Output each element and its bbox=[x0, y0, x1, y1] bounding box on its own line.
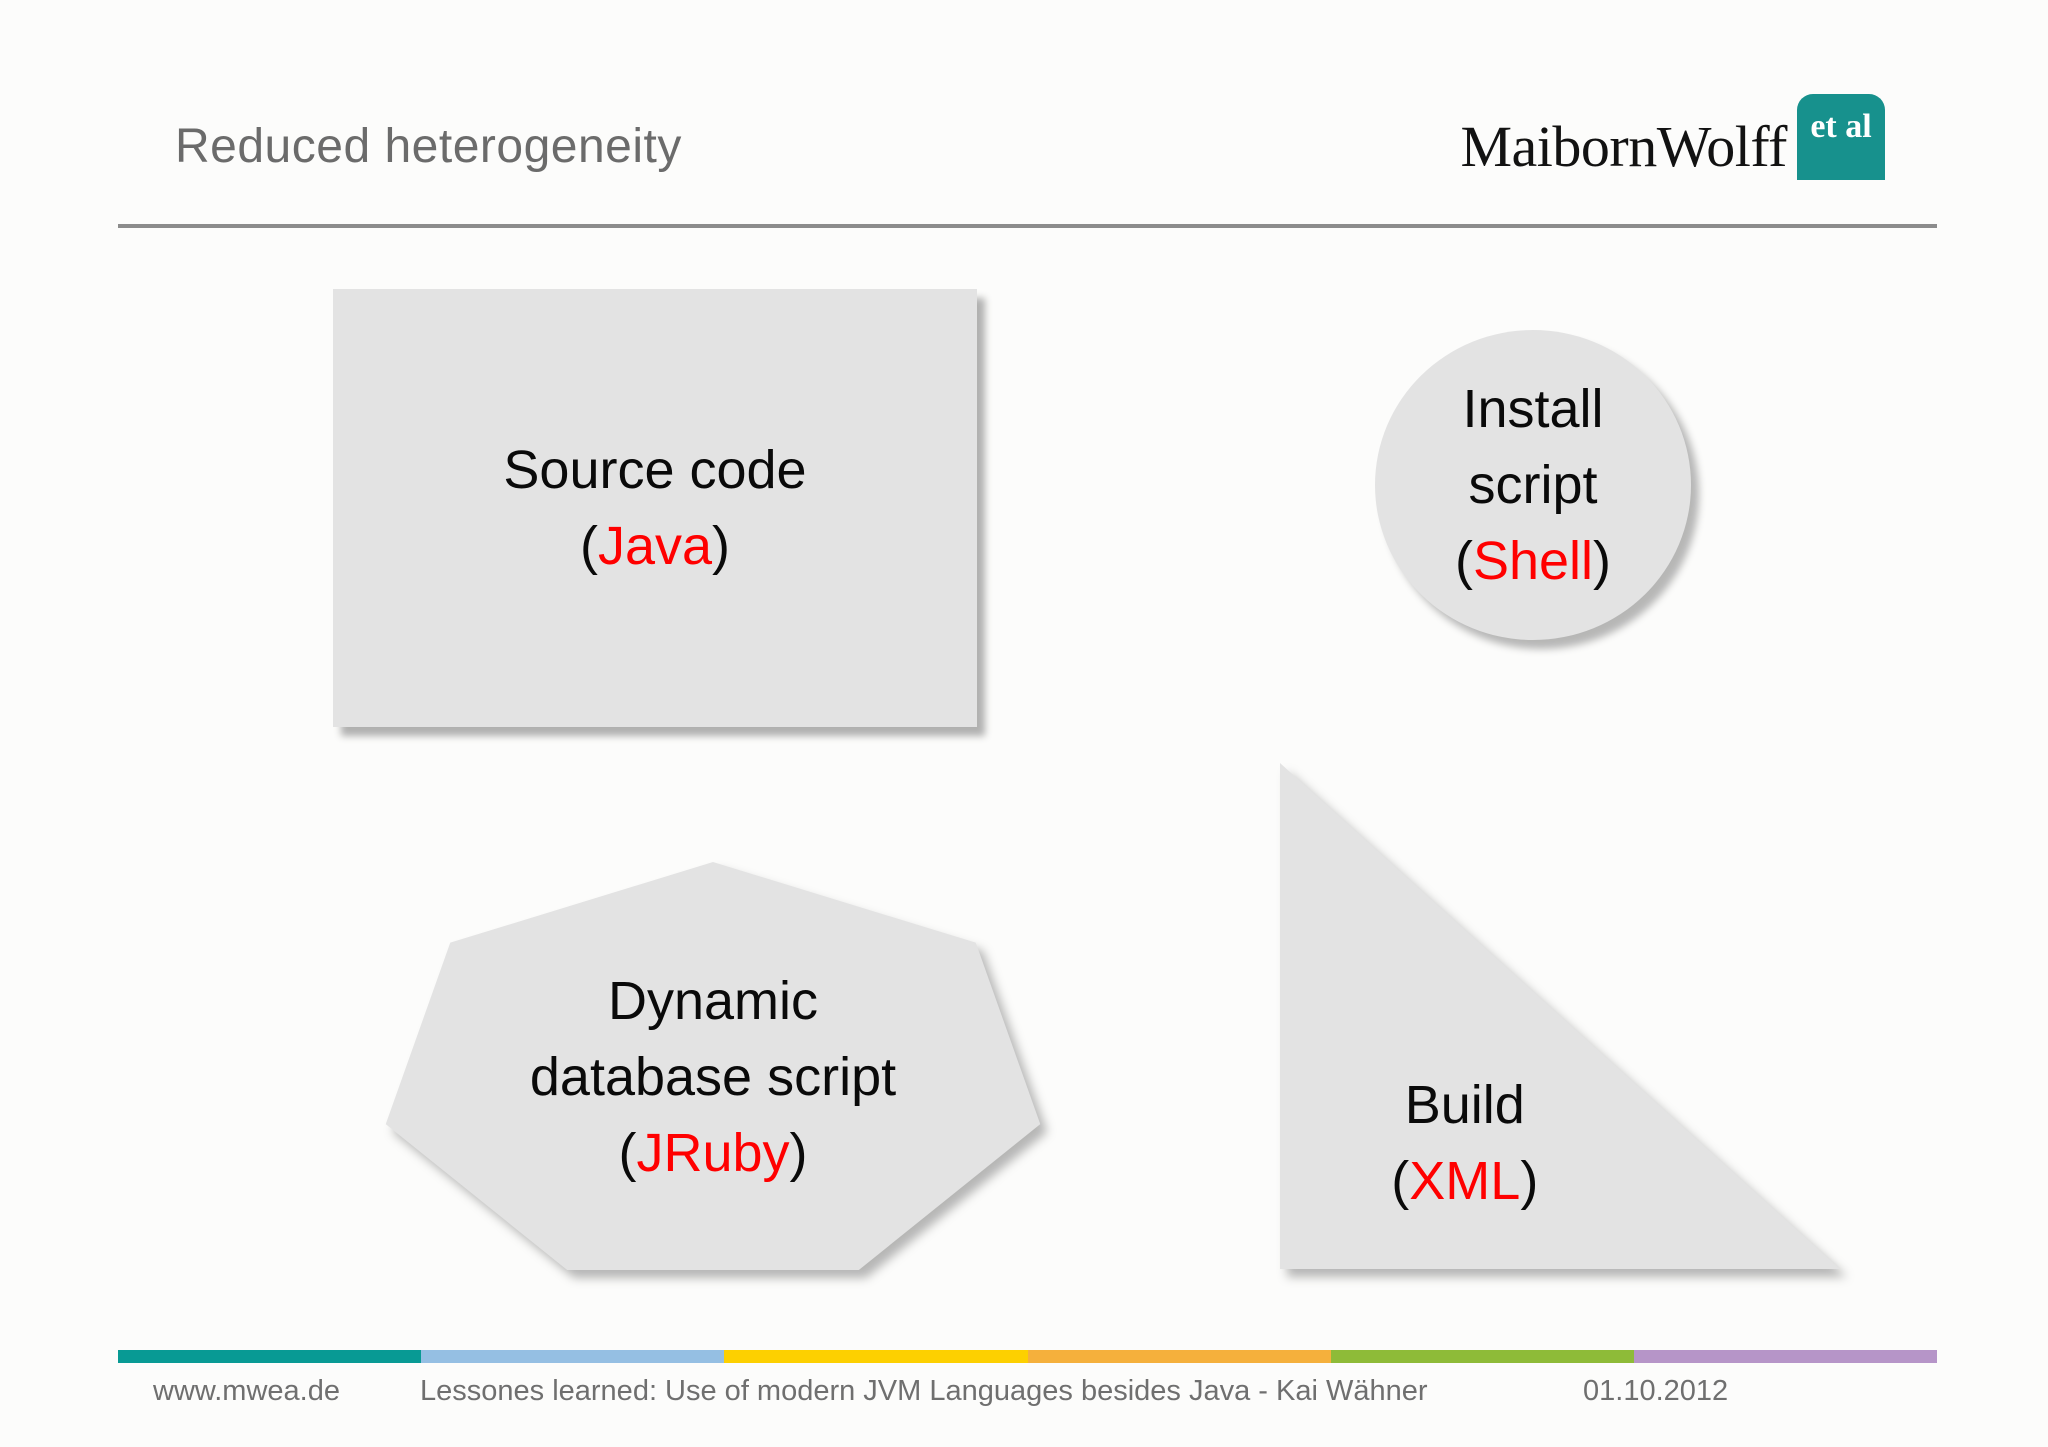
header-divider bbox=[118, 224, 1937, 228]
et-al-badge: et al bbox=[1797, 94, 1885, 180]
footer-stripe-segment bbox=[1330, 1350, 1634, 1363]
language-name: XML bbox=[1409, 1151, 1521, 1211]
shape-label-line: Install bbox=[1462, 379, 1604, 439]
install-script-circle: Install script (Shell) bbox=[1375, 330, 1691, 640]
shape-label: Dynamic database script (JRuby) bbox=[530, 963, 896, 1191]
footer-url: www.mwea.de bbox=[153, 1375, 340, 1407]
footer-credit: Lessones learned: Use of modern JVM Lang… bbox=[420, 1375, 1428, 1407]
paren-close: ) bbox=[712, 516, 731, 576]
shape-language-line: (Shell) bbox=[1455, 523, 1611, 599]
footer-date: 01.10.2012 bbox=[1583, 1375, 1729, 1407]
shape-language-line: (JRuby) bbox=[530, 1115, 896, 1191]
shape-language-line: (XML) bbox=[1280, 1143, 1650, 1219]
brand-logo-text: MaibornWolff bbox=[1460, 114, 1787, 179]
paren-close: ) bbox=[789, 1122, 808, 1183]
paren-open: ( bbox=[579, 516, 598, 576]
shape-label: Source code (Java) bbox=[503, 432, 806, 584]
shape-label: Build (XML) bbox=[1280, 1067, 1650, 1219]
build-triangle: Build (XML) bbox=[1280, 763, 1840, 1269]
paren-open: ( bbox=[1454, 531, 1473, 591]
dynamic-database-heptagon: Dynamic database script (JRuby) bbox=[377, 862, 1049, 1291]
footer-stripe bbox=[118, 1350, 1938, 1363]
heptagon-shape: Dynamic database script (JRuby) bbox=[385, 862, 1041, 1270]
shape-label-line: Source code bbox=[503, 440, 807, 500]
paren-close: ) bbox=[1593, 531, 1612, 591]
source-code-rectangle: Source code (Java) bbox=[333, 289, 977, 727]
language-name: Shell bbox=[1472, 531, 1594, 591]
paren-open: ( bbox=[618, 1122, 637, 1183]
shape-label-line: Build bbox=[1404, 1075, 1525, 1135]
footer-stripe-segment bbox=[724, 1350, 1028, 1363]
language-name: Java bbox=[597, 516, 713, 576]
page-title: Reduced heterogeneity bbox=[175, 120, 682, 173]
language-name: JRuby bbox=[636, 1122, 790, 1183]
shape-language-line: (Java) bbox=[503, 508, 806, 584]
paren-open: ( bbox=[1391, 1151, 1410, 1211]
shape-label-line: Dynamic bbox=[607, 970, 819, 1031]
footer-stripe-segment bbox=[1027, 1350, 1331, 1363]
footer-stripe-segment bbox=[421, 1350, 725, 1363]
triangle-shape: Build (XML) bbox=[1280, 763, 1840, 1269]
brand-logo: MaibornWolff et al bbox=[1460, 94, 1885, 180]
shape-label-line: script bbox=[1468, 455, 1598, 515]
shape-label: Install script (Shell) bbox=[1455, 371, 1611, 599]
footer-stripe-segment bbox=[118, 1350, 422, 1363]
paren-close: ) bbox=[1520, 1151, 1539, 1211]
shape-label-line: database script bbox=[529, 1046, 897, 1107]
footer-stripe-segment bbox=[1633, 1350, 1938, 1363]
